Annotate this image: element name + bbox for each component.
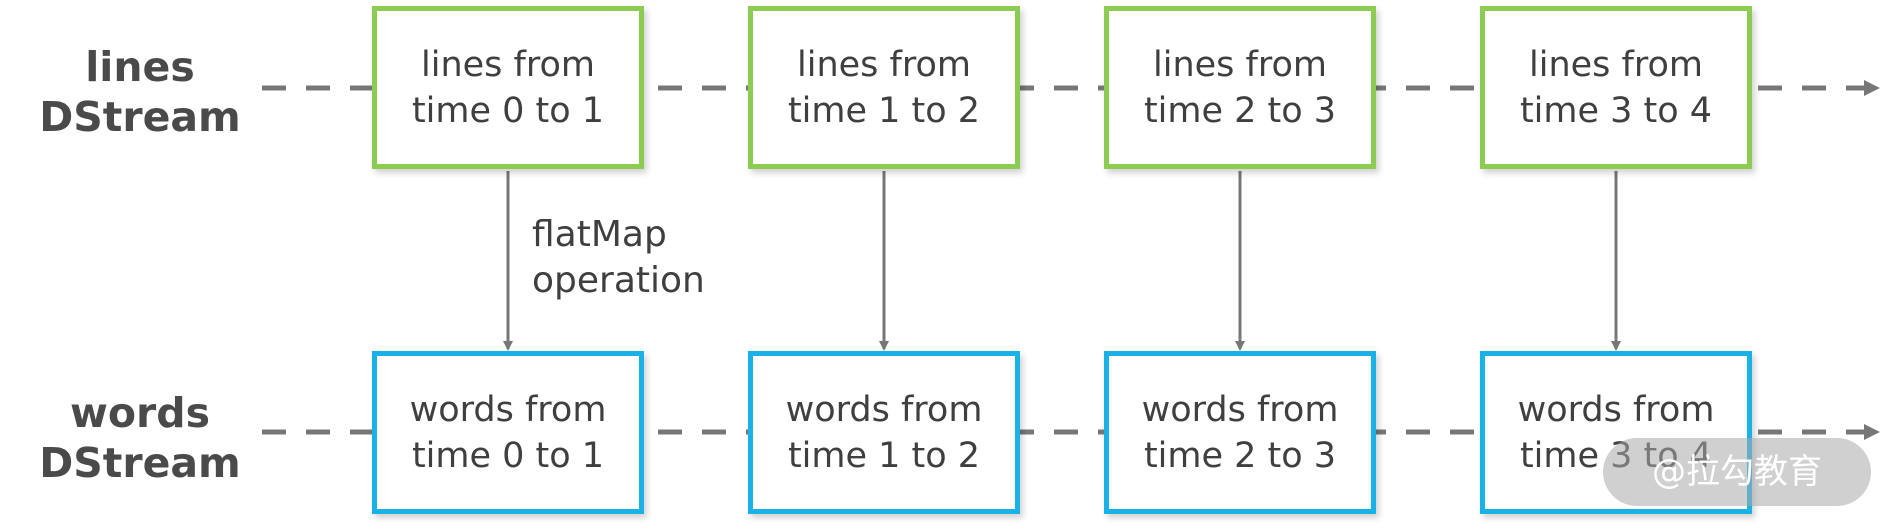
lines-batch-line2: time 1 to 2 bbox=[787, 90, 981, 131]
flatmap-operation-label: flatMap operation bbox=[532, 212, 705, 304]
words-batch-box: words from time 0 to 1 bbox=[372, 351, 644, 514]
lines-batch-line1: lines from bbox=[797, 44, 971, 85]
words-batch-line2: time 2 to 3 bbox=[1143, 435, 1337, 476]
watermark-badge: @拉勾教育 bbox=[1603, 438, 1871, 506]
words-dstream-label: words DStream bbox=[25, 388, 255, 488]
lines-batch-line2: time 2 to 3 bbox=[1143, 90, 1337, 131]
lines-batch-box: lines from time 0 to 1 bbox=[372, 6, 644, 169]
lines-label-line2: DStream bbox=[39, 93, 241, 141]
operation-line1: flatMap bbox=[532, 214, 667, 255]
lines-batch-box: lines from time 1 to 2 bbox=[748, 6, 1020, 169]
lines-batch-line1: lines from bbox=[1529, 44, 1703, 85]
lines-dstream-label: lines DStream bbox=[25, 42, 255, 142]
words-batch-line1: words from bbox=[409, 389, 607, 430]
lines-batch-box: lines from time 2 to 3 bbox=[1104, 6, 1376, 169]
words-batch-line1: words from bbox=[1141, 389, 1339, 430]
words-batch-line1: words from bbox=[1517, 389, 1715, 430]
words-label-line2: DStream bbox=[39, 439, 241, 487]
lines-batch-line1: lines from bbox=[421, 44, 595, 85]
words-batch-box: words from time 2 to 3 bbox=[1104, 351, 1376, 514]
words-batch-line2: time 0 to 1 bbox=[411, 435, 605, 476]
words-batch-box: words from time 1 to 2 bbox=[748, 351, 1020, 514]
lines-batch-line1: lines from bbox=[1153, 44, 1327, 85]
lines-batch-line2: time 0 to 1 bbox=[411, 90, 605, 131]
lines-label-line1: lines bbox=[85, 43, 195, 91]
lines-batch-line2: time 3 to 4 bbox=[1519, 90, 1713, 131]
words-batch-box: words from time 3 to 4 bbox=[1480, 351, 1752, 514]
words-batch-line2: time 1 to 2 bbox=[787, 435, 981, 476]
operation-line2: operation bbox=[532, 260, 705, 301]
lines-batch-box: lines from time 3 to 4 bbox=[1480, 6, 1752, 169]
words-label-line1: words bbox=[69, 389, 211, 437]
words-batch-line1: words from bbox=[785, 389, 983, 430]
